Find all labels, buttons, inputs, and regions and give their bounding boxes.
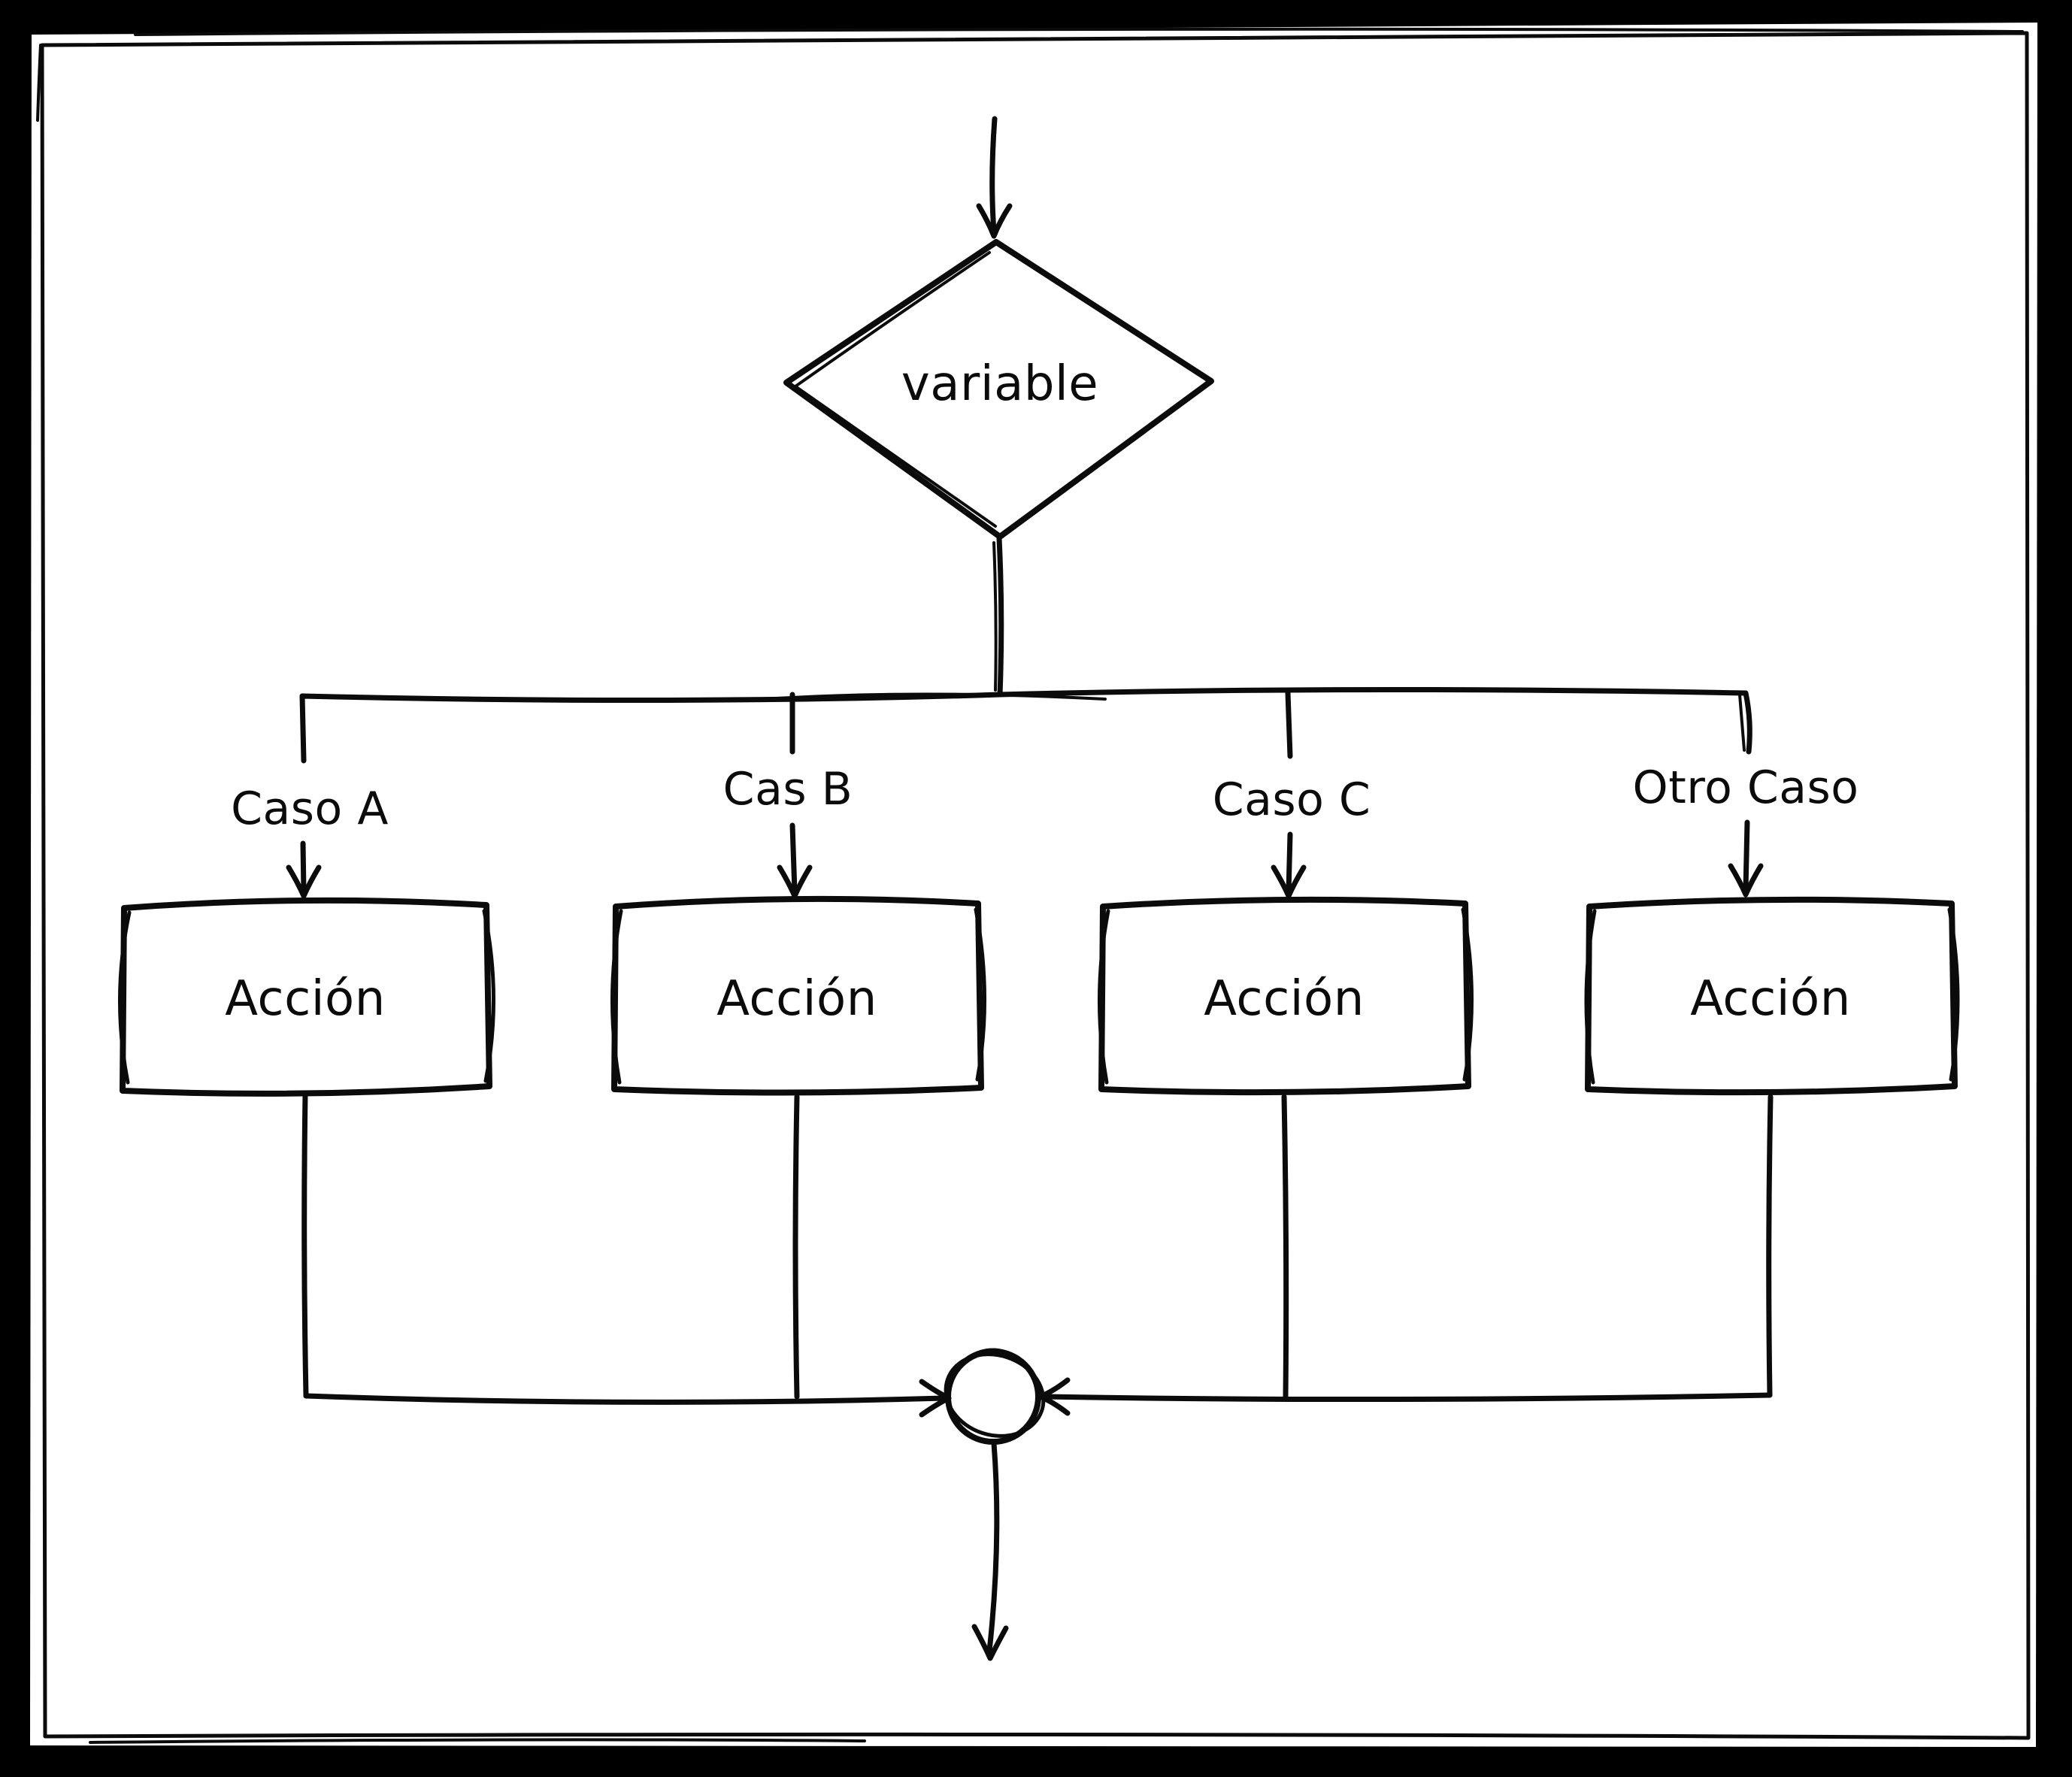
down-line-otro [1766, 1094, 1774, 1398]
action-box [120, 897, 492, 1097]
page-border [36, 27, 2031, 1744]
branch-stub [1743, 690, 1752, 755]
case-label: Caso C [1213, 773, 1371, 826]
action-box [611, 895, 984, 1096]
branch-caso-c: Caso C Acción [1098, 690, 1474, 1096]
action-label: Acción [716, 971, 877, 1027]
branch-cas-b: Cas B Acción [610, 692, 986, 1096]
page-background [30, 23, 2037, 1747]
decision-stem [992, 535, 1004, 698]
branch-arrow [1286, 831, 1293, 895]
branch-arrow [1743, 819, 1750, 893]
down-line-caso-a [301, 1091, 309, 1399]
action-box [1098, 896, 1471, 1096]
exit-arrow [971, 1440, 1009, 1661]
branch-bar [299, 686, 1749, 704]
action-box [1585, 896, 1958, 1096]
action-label: Acción [1204, 971, 1365, 1027]
arrowhead-down-icon [1728, 863, 1764, 898]
case-label: Otro Caso [1632, 761, 1858, 814]
down-line-cas-b [792, 1094, 800, 1400]
arrowhead-down-icon [1271, 864, 1307, 899]
arrowhead-down-icon [777, 864, 813, 899]
arrowhead-down-icon [286, 864, 322, 899]
branch-arrow [789, 822, 798, 895]
branch-stub [1285, 690, 1293, 759]
entry-arrow [976, 116, 1013, 239]
branch-stub [299, 693, 307, 764]
left-collector [303, 1393, 947, 1405]
down-line-caso-c [1281, 1094, 1289, 1400]
branch-arrow [300, 840, 307, 895]
decision-label: variable [901, 356, 1098, 412]
decision-node: variable [783, 239, 1214, 540]
action-label: Acción [1690, 971, 1851, 1027]
arrowhead-down-icon [976, 203, 1013, 239]
branch-otro-caso: Otro Caso Acción [1584, 690, 1960, 1096]
arrowhead-down-icon [971, 1624, 1009, 1661]
right-collector [1042, 1392, 1773, 1403]
action-label: Acción [225, 971, 386, 1027]
branch-caso-a: Caso A Acción [118, 693, 495, 1097]
merge-lines [301, 1091, 1774, 1418]
case-label: Cas B [723, 763, 853, 816]
case-label: Caso A [231, 783, 389, 835]
